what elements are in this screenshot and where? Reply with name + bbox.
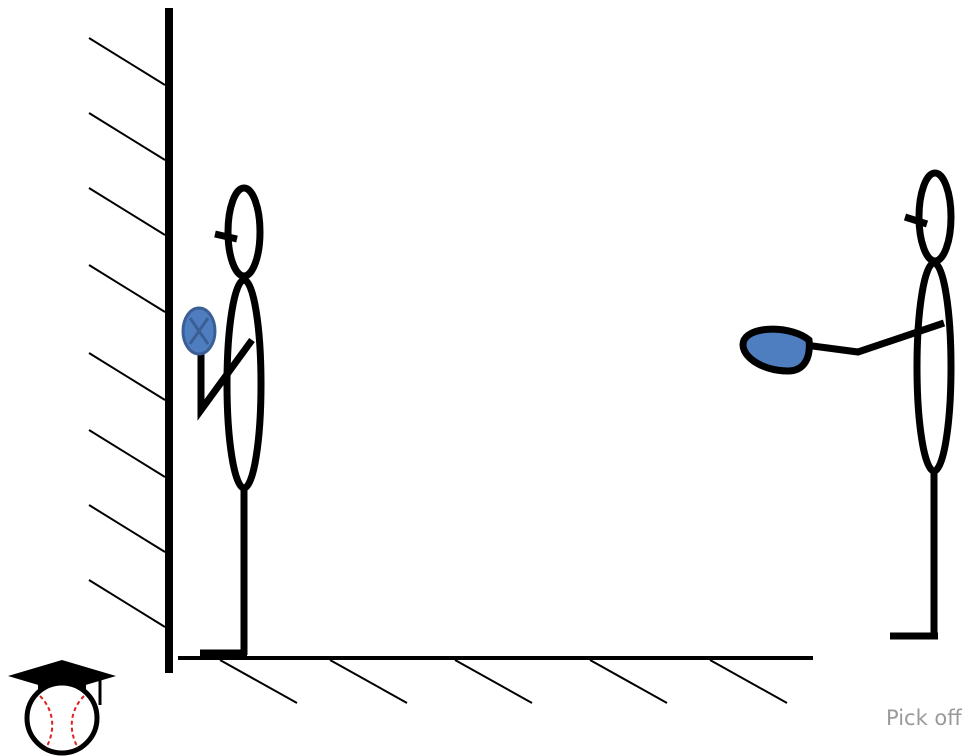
ground-hatch — [329, 659, 408, 704]
ground-hatch — [589, 659, 668, 704]
wall-hatch — [88, 504, 166, 553]
thrower-cap-brim — [214, 230, 238, 243]
wall — [88, 8, 173, 673]
baseball-graduation-cap-icon — [8, 660, 116, 756]
receiver-cap-brim — [903, 213, 929, 228]
receiver-head — [915, 169, 955, 265]
receiver-arm — [804, 319, 946, 356]
wall-hatch — [88, 429, 166, 478]
ground-hatch — [454, 659, 533, 704]
thrower-body — [223, 276, 265, 492]
wall-hatch — [88, 112, 166, 161]
thrower-head — [224, 184, 264, 280]
wall-hatch — [88, 187, 166, 236]
wall-hatch — [88, 37, 166, 86]
wall-hatch — [88, 352, 166, 401]
wall-hatch — [88, 264, 166, 313]
wall-hatch — [88, 579, 166, 628]
receiver-figure — [739, 169, 955, 640]
ball-icon — [181, 306, 217, 356]
receiver-body — [913, 259, 955, 475]
ground — [178, 656, 813, 704]
glove-icon — [739, 325, 813, 375]
ground-hatch — [709, 659, 788, 704]
caption-text: Pick off — [886, 706, 962, 730]
thrower-figure — [181, 184, 265, 657]
ground-hatching — [219, 659, 788, 704]
wall-hatching — [88, 37, 166, 628]
thrower-arm — [197, 337, 255, 421]
ground-hatch — [219, 659, 298, 704]
